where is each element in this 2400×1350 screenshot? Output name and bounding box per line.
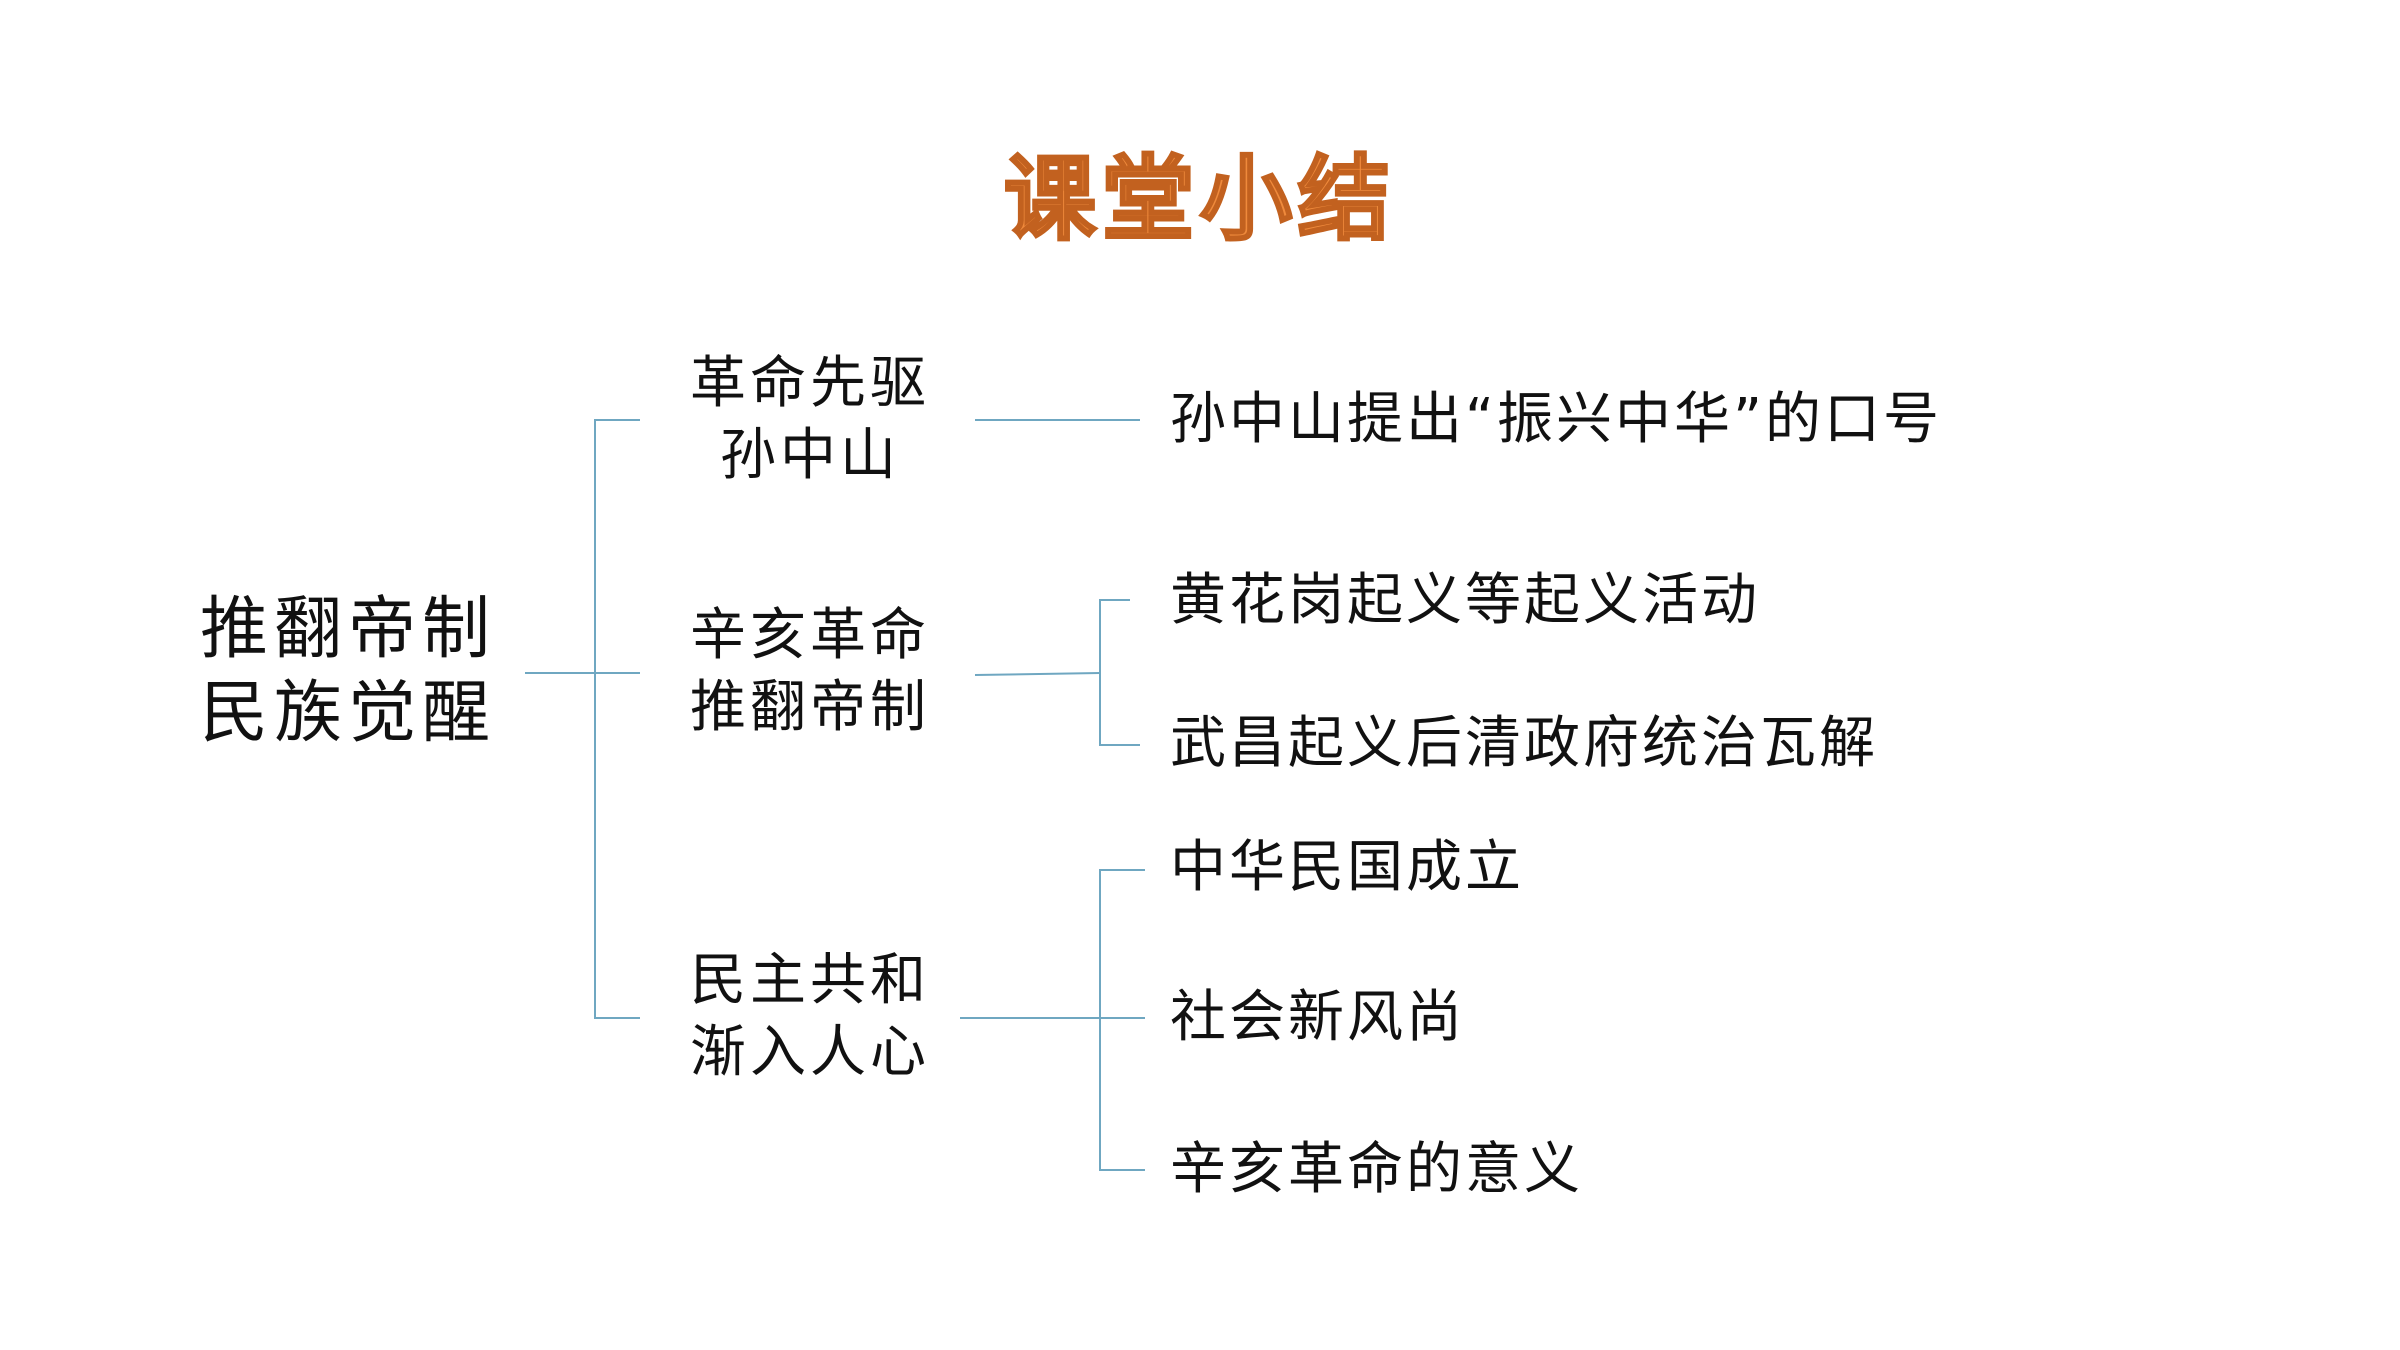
branch-node-republic: 民主共和 渐入人心 xyxy=(690,945,930,1089)
branch-3-bracket xyxy=(1099,869,1145,1171)
root-node: 推翻帝制 民族觉醒 xyxy=(200,588,496,756)
branch-1-line-1: 革命先驱 xyxy=(690,351,930,416)
branch-3-line-1: 民主共和 xyxy=(690,948,930,1013)
leaf-new-customs: 社会新风尚 xyxy=(1170,985,1465,1050)
slide-title: 课堂小结 xyxy=(1002,145,1396,255)
branch-node-pioneer: 革命先驱 孙中山 xyxy=(690,348,930,492)
branch-2-line-2: 推翻帝制 xyxy=(690,675,930,740)
main-bracket xyxy=(594,419,640,1019)
leaf-huanghuagang-uprising: 黄花岗起义等起义活动 xyxy=(1170,568,1760,633)
leaf-wuchang-uprising: 武昌起义后清政府统治瓦解 xyxy=(1170,711,1878,776)
root-line-1: 推翻帝制 xyxy=(200,590,497,669)
branch-node-revolution: 辛亥革命 推翻帝制 xyxy=(690,600,930,744)
branch-2-line-1: 辛亥革命 xyxy=(690,603,930,668)
branch-1-line-2: 孙中山 xyxy=(720,423,900,488)
branch-2-connector xyxy=(974,672,1101,676)
branch-3-line-2: 渐入人心 xyxy=(690,1020,930,1085)
leaf-zhenxing-slogan: 孙中山提出“振兴中华”的口号 xyxy=(1170,387,1943,452)
leaf-revolution-significance: 辛亥革命的意义 xyxy=(1170,1137,1583,1202)
branch-2-bracket xyxy=(1099,599,1140,746)
root-line-2: 民族觉醒 xyxy=(200,674,497,753)
leaf-roc-founded: 中华民国成立 xyxy=(1170,835,1524,900)
